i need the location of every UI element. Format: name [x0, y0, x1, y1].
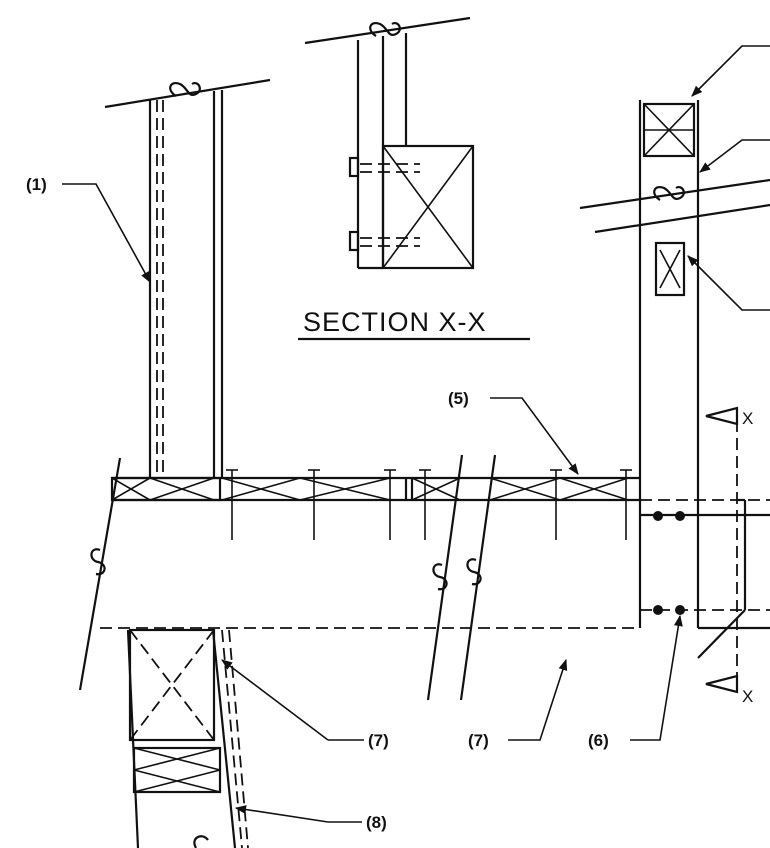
horizontal-beam — [78, 454, 640, 701]
callout-6: (6) — [588, 731, 609, 750]
section-mark-top: X — [742, 409, 753, 428]
section-xx-detail: SECTION X-X — [298, 16, 530, 341]
callout-8: (8) — [366, 813, 387, 832]
lower-member — [126, 628, 249, 848]
callout-7-right: (7) — [468, 731, 489, 750]
section-mark-bottom: X — [742, 687, 753, 706]
left-vertical-member — [104, 78, 271, 478]
leader-lines — [62, 45, 770, 823]
section-title: SECTION X-X — [303, 307, 487, 337]
callout-7-left: (7) — [368, 731, 389, 750]
right-column: X X — [579, 100, 770, 706]
callout-1: (1) — [26, 175, 47, 194]
callout-5: (5) — [448, 389, 469, 408]
